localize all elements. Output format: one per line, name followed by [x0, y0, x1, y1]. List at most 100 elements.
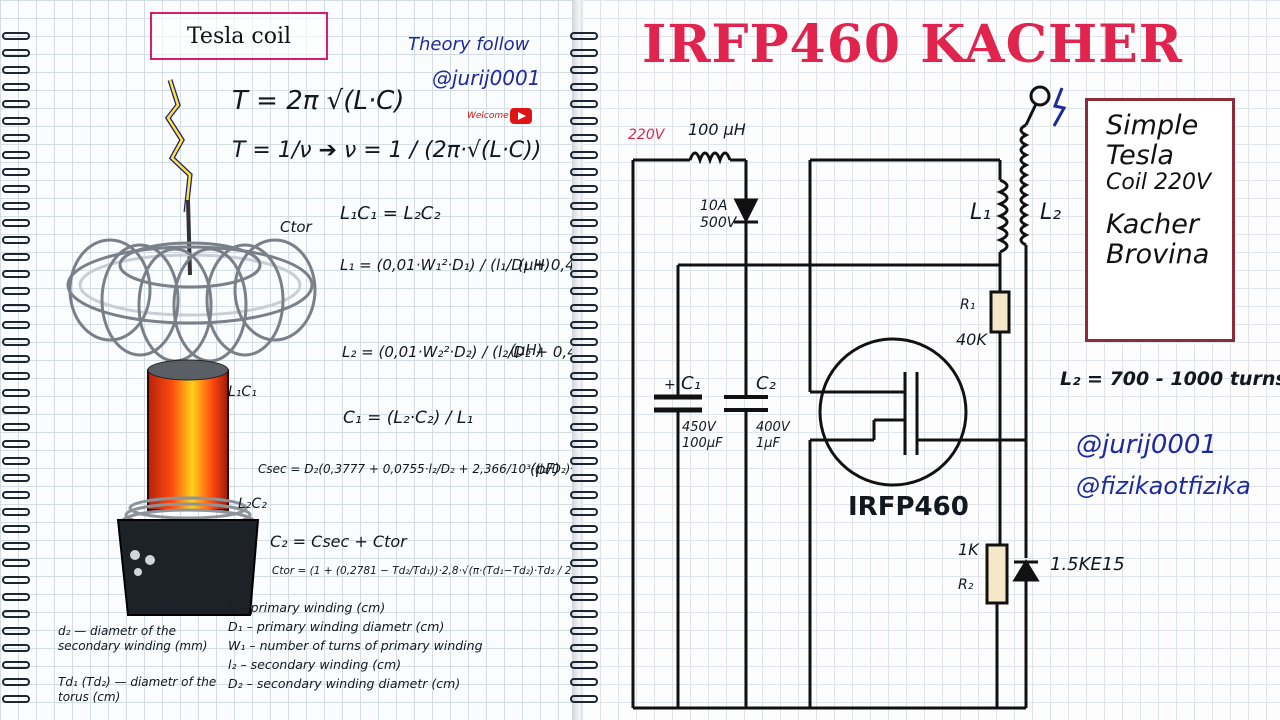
binding-ring — [2, 440, 30, 448]
binding-ring — [2, 168, 30, 176]
binding-ring — [2, 661, 30, 669]
binding-ring — [2, 525, 30, 533]
binding-ring — [2, 100, 30, 108]
binding-ring — [2, 542, 30, 550]
info-line-tesla: Tesla — [1106, 140, 1174, 172]
binding-ring — [570, 542, 598, 550]
binding-ring — [570, 389, 598, 397]
binding-ring — [570, 100, 598, 108]
handle-jurij: @jurij0001 — [1076, 430, 1218, 460]
binding-ring — [570, 219, 598, 227]
binding-ring — [2, 83, 30, 91]
unit-uh-2: (μH) — [510, 341, 543, 359]
binding-ring — [2, 304, 30, 312]
formula-csec: Csec = D₂(0,3777 + 0,0755·l₂/D₂ + 2,366/… — [258, 462, 578, 476]
coil-base — [116, 519, 260, 616]
binding-ring — [2, 355, 30, 363]
binding-ring — [570, 610, 598, 618]
c1-value: 450V 100μF — [682, 420, 723, 452]
binding-ring — [570, 661, 598, 669]
irfp460-label: IRFP460 — [848, 492, 969, 522]
handle-fizika: @fizikaotfizika — [1076, 472, 1251, 500]
label-ctor-top: Ctor — [280, 218, 312, 236]
youtube-icon — [510, 108, 532, 124]
choke-inductor — [688, 151, 732, 165]
binding-ring — [570, 168, 598, 176]
toroid — [66, 238, 317, 363]
l2-label: L₂ — [1040, 200, 1062, 225]
r1-resistor — [989, 290, 1011, 334]
binding-ring — [2, 627, 30, 635]
binding-ring — [570, 338, 598, 346]
binding-ring — [570, 185, 598, 193]
binding-ring — [2, 576, 30, 584]
l1-label: L₁ — [970, 200, 992, 225]
diode-label: 10A 500V — [700, 198, 737, 231]
binding-ring — [2, 49, 30, 57]
choke-label: 100 μH — [688, 120, 746, 139]
r1-name: R₁ — [960, 297, 976, 313]
turns-note: L₂ = 700 - 1000 turns — [1060, 368, 1280, 390]
irfp460-mosfet — [818, 337, 968, 487]
r1-value: 40K — [956, 330, 987, 349]
unit-pf: (pF) — [530, 460, 560, 478]
mains-voltage-label: 220V — [628, 127, 665, 143]
spark-icon — [1052, 87, 1067, 127]
binding-ring — [2, 559, 30, 567]
binding-ring — [570, 32, 598, 40]
binding-ring — [570, 678, 598, 686]
binding-ring — [570, 83, 598, 91]
binding-ring — [2, 678, 30, 686]
binding-ring — [570, 508, 598, 516]
binding-ring — [570, 304, 598, 312]
binding-ring — [2, 66, 30, 74]
l1-coil — [996, 178, 1009, 254]
left-notebook-page: Tesla coil Theory follow @jurij0001 Welc… — [0, 0, 578, 720]
binding-ring — [570, 406, 598, 414]
binding-ring — [2, 151, 30, 159]
binding-ring — [570, 151, 598, 159]
left-spiral-binding — [2, 0, 32, 720]
info-line-kacher: Kacher — [1106, 209, 1199, 241]
legend-l2: l₂ – secondary winding (cm) — [228, 657, 402, 672]
legend-d2: d₂ — diametr of the secondary winding (m… — [58, 624, 208, 653]
binding-ring — [2, 287, 30, 295]
binding-ring — [570, 253, 598, 261]
binding-ring — [2, 389, 30, 397]
c2-name: C₂ — [756, 373, 776, 394]
l2-coil — [1019, 123, 1030, 247]
c1-name: C₁ — [681, 373, 701, 394]
welcome-text: Welcome — [467, 111, 509, 121]
binding-ring — [570, 559, 598, 567]
binding-ring — [570, 423, 598, 431]
binding-ring — [570, 525, 598, 533]
tesla-coil-title: Tesla coil — [150, 12, 328, 60]
formula-ctor: Ctor = (1 + (0,2781 − Td₂/Td₁))·2,8·√(π·… — [272, 565, 578, 577]
center-spiral-binding — [570, 0, 600, 720]
label-l1c1: L₁C₁ — [228, 384, 257, 400]
formula-c2: C₂ = Csec + Ctor — [270, 532, 407, 551]
binding-ring — [570, 321, 598, 329]
binding-ring — [2, 270, 30, 278]
formula-c1: C₁ = (L₂·C₂) / L₁ — [343, 408, 474, 428]
binding-ring — [570, 440, 598, 448]
binding-ring — [570, 49, 598, 57]
binding-ring — [570, 644, 598, 652]
formula-l1: L₁ = (0,01·W₁²·D₁) / (l₁/D₁ + 0,45) — [340, 256, 578, 274]
binding-ring — [2, 117, 30, 125]
diode — [733, 198, 759, 224]
info-line-simple: Simple — [1106, 110, 1199, 141]
binding-ring — [2, 491, 30, 499]
binding-ring — [570, 372, 598, 380]
r2-resistor — [985, 543, 1009, 605]
binding-ring — [570, 491, 598, 499]
binding-ring — [570, 236, 598, 244]
unit-uh-1: (μH) — [518, 256, 551, 274]
binding-ring — [2, 219, 30, 227]
binding-ring — [2, 185, 30, 193]
binding-ring — [2, 457, 30, 465]
binding-ring — [570, 576, 598, 584]
info-line-brovina: Brovina — [1106, 239, 1210, 271]
binding-ring — [2, 253, 30, 261]
